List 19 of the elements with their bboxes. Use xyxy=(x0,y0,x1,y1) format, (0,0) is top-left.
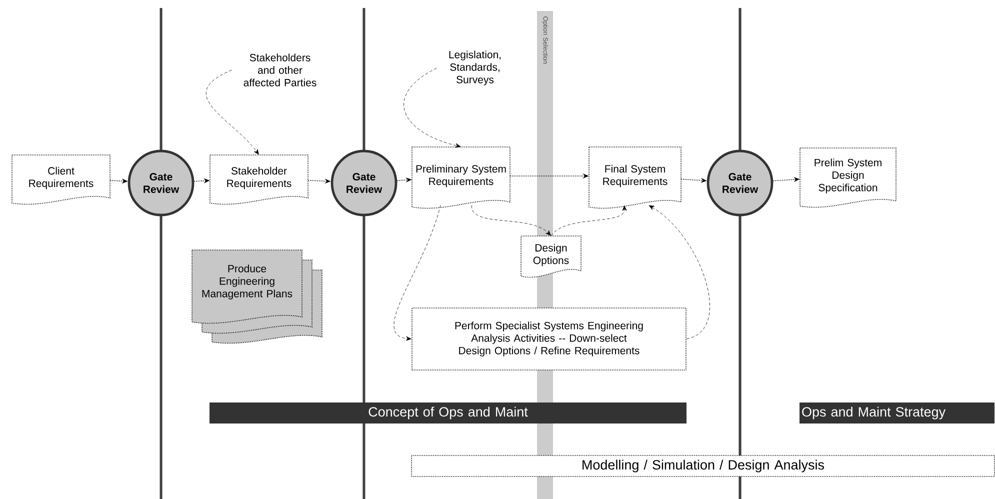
document-box: Preliminary System Requirements xyxy=(412,146,510,209)
document-box: Client Requirements xyxy=(12,154,110,205)
curved-arrow xyxy=(404,68,461,148)
input-note: Legislation, Standards, Surveys xyxy=(449,50,501,86)
document-box: Final System Requirements xyxy=(588,146,682,209)
document-box: Prelim System Design Specification xyxy=(800,148,896,208)
phase-bar: Concept of Ops and Maint xyxy=(210,402,686,424)
document-box: Design Options xyxy=(520,236,582,278)
input-note: Stakeholders and other affected Parties xyxy=(244,54,316,86)
activity-bar: Modelling / Simulation / Design Analysis xyxy=(411,455,995,477)
curved-arrow xyxy=(206,70,259,155)
document-box: Stakeholder Requirements xyxy=(210,154,308,205)
curved-arrow xyxy=(648,205,710,340)
process-box: Perform Specialist Systems Engineering Analysis Activities -- Down-select Design Options / Refine Requirements xyxy=(412,308,686,370)
curved-arrow xyxy=(471,205,551,236)
document-stack: Produce Engineering Management Plans xyxy=(192,250,322,344)
curved-arrow xyxy=(550,206,627,236)
curved-arrow xyxy=(394,205,441,341)
phase-bar: Ops and Maint Strategy xyxy=(800,402,994,424)
